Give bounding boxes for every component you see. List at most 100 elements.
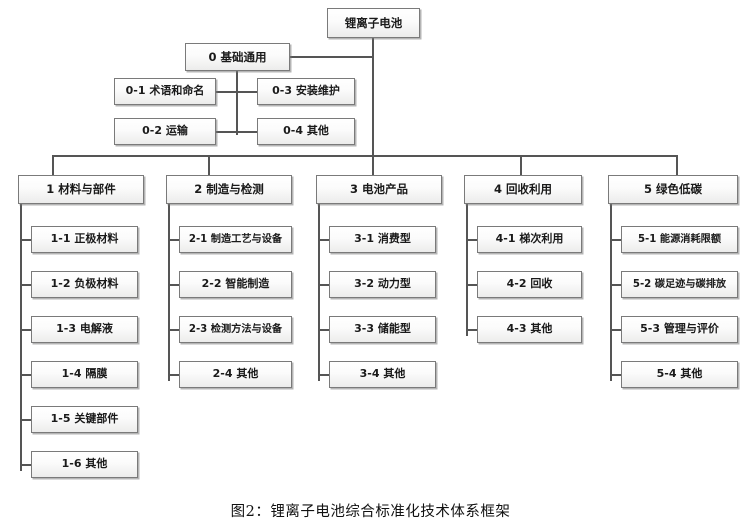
connector-5-1 [610, 239, 621, 241]
node-2-1[interactable]: 2-1 制造工艺与设备 [179, 226, 292, 253]
connector-drop-col1 [52, 155, 54, 175]
node-1-3-label: 1-3 电解液 [56, 322, 113, 336]
node-0-1-label: 0-1 术语和命名 [125, 84, 205, 98]
node-2-3-label: 2-3 检测方法与设备 [188, 323, 283, 335]
node-2-3[interactable]: 2-3 检测方法与设备 [179, 316, 292, 343]
node-5-2-label: 5-2 碳足迹与碳排放 [632, 278, 727, 290]
connector-2-1 [168, 239, 179, 241]
connector-drop-col3 [372, 155, 374, 175]
node-0-4[interactable]: 0-4 其他 [257, 118, 355, 145]
connector-1-5 [20, 419, 31, 421]
node-0-2[interactable]: 0-2 运输 [114, 118, 216, 145]
node-3-1[interactable]: 3-1 消费型 [329, 226, 436, 253]
node-1-4[interactable]: 1-4 隔膜 [31, 361, 138, 388]
connector-5-2 [610, 284, 621, 286]
connector-4-1 [466, 239, 477, 241]
node-col-5[interactable]: 5 绿色低碳 [608, 175, 738, 204]
connector-1-3 [20, 329, 31, 331]
node-0-2-label: 0-2 运输 [142, 124, 188, 138]
node-1-6-label: 1-6 其他 [61, 457, 108, 471]
node-3-3[interactable]: 3-3 储能型 [329, 316, 436, 343]
connector-2-2 [168, 284, 179, 286]
connector-col5-stem [610, 204, 612, 381]
connector-col2-stem [168, 204, 170, 381]
connector-col1-stem [20, 204, 22, 471]
node-2-4[interactable]: 2-4 其他 [179, 361, 292, 388]
connector-3-2 [318, 284, 329, 286]
node-1-6[interactable]: 1-6 其他 [31, 451, 138, 478]
node-2-2[interactable]: 2-2 智能制造 [179, 271, 292, 298]
node-col-2[interactable]: 2 制造与检测 [166, 175, 292, 204]
node-root[interactable]: 锂离子电池 [327, 8, 420, 38]
node-4-2[interactable]: 4-2 回收 [477, 271, 582, 298]
node-0-3-label: 0-3 安装维护 [272, 84, 340, 98]
connector-0-2 [216, 131, 237, 133]
connector-0-4 [236, 131, 257, 133]
connector-0-3 [236, 91, 257, 93]
node-5-3-label: 5-3 管理与评价 [640, 322, 719, 336]
node-2-4-label: 2-4 其他 [212, 367, 259, 381]
node-0-1[interactable]: 0-1 术语和命名 [114, 78, 216, 105]
node-5-1[interactable]: 5-1 能源消耗限额 [621, 226, 738, 253]
node-5-4-label: 5-4 其他 [656, 367, 703, 381]
node-1-5-label: 1-5 关键部件 [50, 412, 119, 426]
connector-col4-stem [466, 204, 468, 336]
connector-drop-col4 [520, 155, 522, 175]
connector-1-1 [20, 239, 31, 241]
node-5-2[interactable]: 5-2 碳足迹与碳排放 [621, 271, 738, 298]
node-col-3[interactable]: 3 电池产品 [316, 175, 442, 204]
node-0-4-label: 0-4 其他 [283, 124, 329, 138]
node-1-2[interactable]: 1-2 负极材料 [31, 271, 138, 298]
node-root-label: 锂离子电池 [344, 15, 403, 30]
node-3-4-label: 3-4 其他 [359, 367, 406, 381]
node-5-3[interactable]: 5-3 管理与评价 [621, 316, 738, 343]
node-1-1-label: 1-1 正极材料 [50, 232, 119, 246]
node-4-1[interactable]: 4-1 梯次利用 [477, 226, 582, 253]
node-3-2-label: 3-2 动力型 [354, 277, 411, 291]
node-col-1[interactable]: 1 材料与部件 [18, 175, 144, 204]
connector-drop-col2 [208, 155, 210, 175]
node-col-5-label: 5 绿色低碳 [643, 182, 702, 197]
connector-3-3 [318, 329, 329, 331]
node-3-4[interactable]: 3-4 其他 [329, 361, 436, 388]
connector-1-6 [20, 464, 31, 466]
node-basic-general[interactable]: 0 基础通用 [185, 43, 290, 71]
connector-3-1 [318, 239, 329, 241]
node-1-1[interactable]: 1-1 正极材料 [31, 226, 138, 253]
node-3-2[interactable]: 3-2 动力型 [329, 271, 436, 298]
connector-1-2 [20, 284, 31, 286]
connector-2-3 [168, 329, 179, 331]
node-col-4[interactable]: 4 回收利用 [464, 175, 582, 204]
node-basic-general-label: 0 基础通用 [208, 49, 267, 64]
node-col-4-label: 4 回收利用 [493, 182, 552, 197]
connector-basic-to-root [290, 56, 373, 58]
node-0-3[interactable]: 0-3 安装维护 [257, 78, 355, 105]
node-3-1-label: 3-1 消费型 [354, 232, 411, 246]
connector-drop-col5 [676, 155, 678, 175]
connector-4-2 [466, 284, 477, 286]
node-5-4[interactable]: 5-4 其他 [621, 361, 738, 388]
connector-4-3 [466, 329, 477, 331]
connector-5-3 [610, 329, 621, 331]
node-5-1-label: 5-1 能源消耗限额 [637, 233, 722, 245]
node-4-3[interactable]: 4-3 其他 [477, 316, 582, 343]
node-2-2-label: 2-2 智能制造 [201, 277, 270, 291]
node-2-1-label: 2-1 制造工艺与设备 [188, 233, 283, 245]
connector-2-4 [168, 374, 179, 376]
node-3-3-label: 3-3 储能型 [354, 322, 411, 336]
node-4-2-label: 4-2 回收 [506, 277, 553, 291]
node-4-1-label: 4-1 梯次利用 [495, 232, 564, 246]
connector-3-4 [318, 374, 329, 376]
node-4-3-label: 4-3 其他 [506, 322, 553, 336]
node-col-1-label: 1 材料与部件 [46, 182, 116, 197]
connector-level1-bus [52, 155, 677, 157]
node-1-4-label: 1-4 隔膜 [61, 367, 108, 381]
connector-0-1 [216, 91, 237, 93]
node-col-3-label: 3 电池产品 [349, 182, 408, 197]
node-1-2-label: 1-2 负极材料 [50, 277, 119, 291]
node-1-5[interactable]: 1-5 关键部件 [31, 406, 138, 433]
node-col-2-label: 2 制造与检测 [194, 182, 264, 197]
connector-5-4 [610, 374, 621, 376]
node-1-3[interactable]: 1-3 电解液 [31, 316, 138, 343]
